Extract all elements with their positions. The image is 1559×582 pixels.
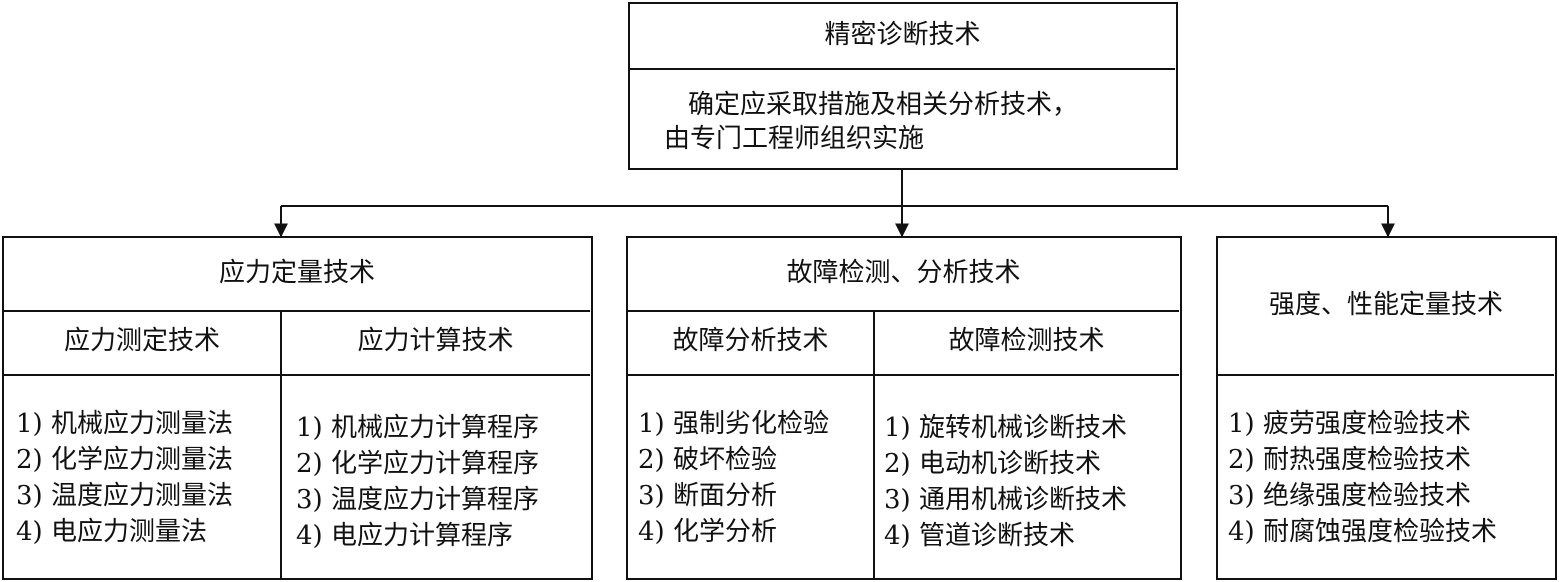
list-item: 3) 温度应力测量法 [16, 481, 233, 511]
fault-col2-list: 1) 旋转机械诊断技术 2) 电动机诊断技术 3) 通用机械诊断技术 4) 管道… [884, 410, 1127, 554]
list-item: 4) 管道诊断技术 [884, 521, 1075, 551]
fault-col-divider [873, 310, 875, 578]
stress-divider-2 [4, 374, 590, 376]
list-item: 4) 耐腐蚀强度检验技术 [1228, 517, 1497, 547]
list-item: 1) 机械应力测量法 [16, 409, 233, 439]
fault-divider-1 [628, 310, 1179, 312]
top-title: 精密诊断技术 [824, 20, 981, 51]
stress-divider-1 [4, 310, 590, 312]
strength-divider [1218, 374, 1554, 376]
top-desc-line1: 确定应采取措施及相关分析技术， [688, 90, 1079, 120]
stress-col1-title: 应力测定技术 [63, 326, 220, 357]
list-item: 3) 通用机械诊断技术 [884, 485, 1127, 515]
list-item: 1) 强制劣化检验 [638, 409, 829, 439]
list-item: 2) 化学应力计算程序 [296, 449, 539, 479]
fault-divider-2 [628, 374, 1179, 376]
fault-col1-list: 1) 强制劣化检验 2) 破坏检验 3) 断面分析 4) 化学分析 [638, 406, 829, 550]
list-item: 4) 化学分析 [638, 517, 777, 547]
list-item: 2) 破坏检验 [638, 445, 777, 475]
stress-title: 应力定量技术 [218, 258, 375, 289]
list-item: 1) 疲劳强度检验技术 [1228, 409, 1471, 439]
list-item: 3) 绝缘强度检验技术 [1228, 481, 1471, 511]
top-box: 精密诊断技术 确定应采取措施及相关分析技术， 由专门工程师组织实施 [628, 2, 1178, 170]
list-item: 3) 温度应力计算程序 [296, 485, 539, 515]
stress-col2-title: 应力计算技术 [357, 326, 514, 357]
stress-col2-list: 1) 机械应力计算程序 2) 化学应力计算程序 3) 温度应力计算程序 4) 电… [296, 410, 539, 554]
stress-col1-list: 1) 机械应力测量法 2) 化学应力测量法 3) 温度应力测量法 4) 电应力测… [16, 406, 233, 550]
list-item: 3) 断面分析 [638, 481, 777, 511]
top-desc-line2: 由专门工程师组织实施 [664, 124, 925, 154]
fault-title: 故障检测、分析技术 [786, 258, 1021, 289]
stress-box: 应力定量技术 应力测定技术 应力计算技术 1) 机械应力测量法 2) 化学应力测… [2, 236, 593, 580]
top-divider [630, 68, 1175, 70]
fault-col2-title: 故障检测技术 [948, 326, 1105, 357]
strength-list: 1) 疲劳强度检验技术 2) 耐热强度检验技术 3) 绝缘强度检验技术 4) 耐… [1228, 406, 1497, 550]
list-item: 4) 电应力计算程序 [296, 521, 513, 551]
fault-col1-title: 故障分析技术 [672, 326, 829, 357]
list-item: 4) 电应力测量法 [16, 517, 207, 547]
list-item: 2) 化学应力测量法 [16, 445, 233, 475]
strength-box: 强度、性能定量技术 1) 疲劳强度检验技术 2) 耐热强度检验技术 3) 绝缘强… [1216, 236, 1557, 580]
list-item: 2) 电动机诊断技术 [884, 449, 1101, 479]
list-item: 1) 机械应力计算程序 [296, 413, 539, 443]
fault-box: 故障检测、分析技术 故障分析技术 故障检测技术 1) 强制劣化检验 2) 破坏检… [626, 236, 1182, 580]
list-item: 2) 耐热强度检验技术 [1228, 445, 1471, 475]
strength-title: 强度、性能定量技术 [1268, 290, 1503, 321]
stress-col-divider [280, 310, 282, 578]
list-item: 1) 旋转机械诊断技术 [884, 413, 1127, 443]
